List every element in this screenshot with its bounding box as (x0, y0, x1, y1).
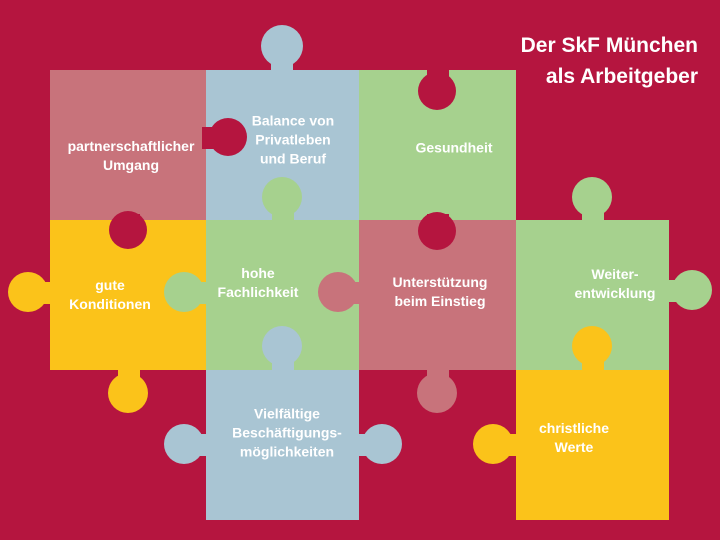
title-line-2: als Arbeitgeber (545, 65, 698, 88)
label-weiterentwicklung: Weiter- entwicklung (575, 265, 656, 303)
label-line: Konditionen (69, 296, 151, 312)
label-partnerschaftlicher-umgang: partnerschaftlicher Umgang (68, 137, 195, 175)
label-line: beim Einstieg (394, 293, 486, 309)
label-line: gute (95, 277, 125, 293)
label-line: Werte (554, 439, 594, 455)
label-gute-konditionen: gute Konditionen (69, 276, 151, 314)
label-vielfaeltige: Vielfältige Beschäftigungs- möglichkeite… (232, 405, 342, 462)
label-line: Weiter- (591, 266, 639, 282)
label-line: Unterstützung (392, 274, 488, 290)
label-unterstuetzung: Unterstützung beim Einstieg (393, 273, 488, 311)
label-line: hohe (241, 265, 275, 281)
label-line: Umgang (102, 157, 159, 173)
label-line: Gesundheit (415, 139, 493, 156)
label-line: Privatleben (255, 131, 331, 148)
puzzle-piece-gute-konditionen (8, 220, 206, 413)
label-hohe-fachlichkeit: hohe Fachlichkeit (218, 264, 299, 302)
label-line: möglichkeiten (239, 443, 335, 460)
label-gesundheit: Gesundheit (415, 139, 492, 158)
label-balance: Balance von Privatleben und Beruf (252, 112, 334, 169)
label-line: und Beruf (259, 150, 327, 167)
label-line: entwicklung (574, 285, 656, 301)
label-line: Beschäftigungs- (232, 424, 342, 441)
label-line: Fachlichkeit (217, 284, 299, 300)
label-christliche-werte: christliche Werte (539, 419, 609, 457)
label-line: Vielfältige (254, 405, 320, 422)
puzzle-piece-partnerschaftlicher-umgang (50, 70, 206, 220)
label-line: Balance von (251, 112, 335, 129)
label-line: christliche (538, 420, 610, 436)
slide-title: Der SkF München als Arbeitgeber (521, 30, 698, 92)
puzzle-piece-christliche-werte (473, 326, 669, 520)
puzzle-holes (109, 66, 456, 250)
title-line-1: Der SkF München (520, 34, 698, 57)
label-line: partnerschaftlicher (67, 138, 195, 154)
puzzle-piece-vielfaeltige (164, 326, 402, 520)
